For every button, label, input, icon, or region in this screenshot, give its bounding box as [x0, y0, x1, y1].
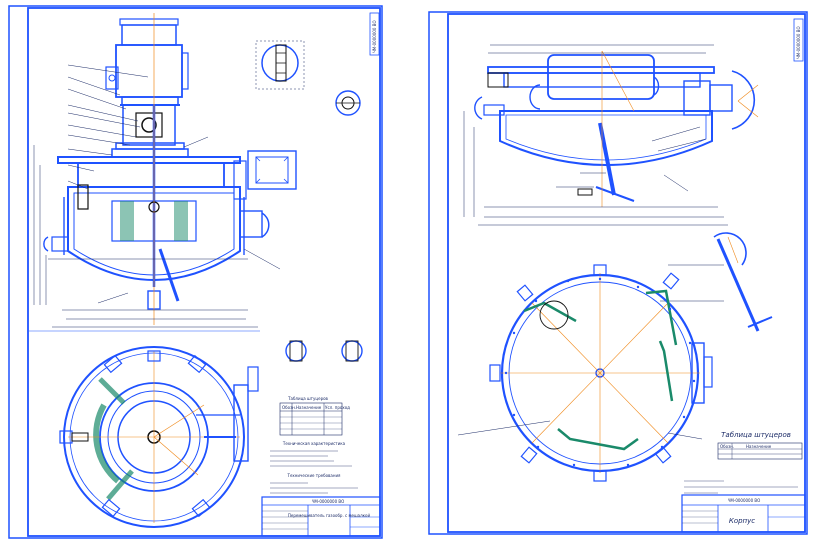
nozzle-table-header-1: Назначение: [746, 444, 772, 449]
nozzle-table-header-1: Назначение: [296, 405, 322, 410]
dimension-lines: [33, 64, 281, 328]
inner-frame: [447, 13, 806, 533]
vessel-body: [43, 105, 270, 310]
corner-stamp: [369, 12, 380, 56]
title-block-name: Корпус: [729, 517, 755, 525]
nozzle-table-title: Таблица штуцеров: [721, 431, 791, 439]
detail-bearing: [335, 90, 361, 116]
drive-column: [111, 104, 189, 158]
title-block-name: Перемешиватель газообр. с мешалкой: [288, 513, 371, 518]
outer-frame: [8, 5, 383, 539]
corner-stamp-text: ЧМ-0000000 ВО: [796, 26, 801, 59]
detail-sight-glass: [247, 150, 297, 190]
title-block-code: ЧМ-0000000 ВО: [728, 498, 761, 503]
detail-seals: [285, 340, 363, 362]
corner-stamp-text: ЧМ-0000000 ВО: [372, 20, 377, 53]
nozzle-table-header-2: Усл. проход: [325, 405, 350, 410]
inner-frame: [27, 7, 381, 537]
nozzle-table-header-0: Обозн.: [282, 405, 296, 410]
detail-pipe: [660, 232, 773, 332]
title-block-code: ЧМ-0000000 ВО: [312, 499, 345, 504]
title-block: ЧМ-0000000 ВО Корпус: [681, 494, 806, 533]
plan-view: [457, 264, 713, 482]
vessel-side-view: [474, 54, 756, 202]
drawing-sheet-right: ЧМ-0000000 ВО: [428, 11, 808, 535]
nozzle-table-title: Таблица штуцеров: [287, 396, 328, 401]
detail-flange: [255, 40, 305, 90]
nozzle-table-header-0: Обозн.: [720, 444, 734, 449]
title-block: ЧМ-0000000 ВО Перемешиватель газообр. с …: [261, 496, 381, 537]
nozzle-table: Таблица штуцеров Обозн. Назначение Усл. …: [279, 396, 350, 436]
dimension-lines-top: [463, 44, 728, 226]
outer-frame: [428, 11, 808, 535]
drawing-sheet-left: ЧМ-0000000 ВО: [8, 5, 383, 539]
nozzle-table: Таблица штуцеров Обозн. Назначение: [717, 431, 803, 460]
drawing-right-svg: ЧМ-0000000 ВО: [428, 11, 808, 535]
tech-req-title: Технические требования: [287, 473, 342, 478]
motor: [105, 18, 189, 106]
corner-stamp: [793, 18, 804, 62]
notes-lines: [684, 480, 798, 494]
drawing-left-svg: ЧМ-0000000 ВО: [8, 5, 383, 539]
center-lines-top: [601, 50, 759, 207]
plan-view: [59, 346, 259, 528]
tech-notes: Техническая характеристика Технические т…: [270, 441, 358, 494]
tech-char-title: Техническая характеристика: [282, 441, 346, 446]
